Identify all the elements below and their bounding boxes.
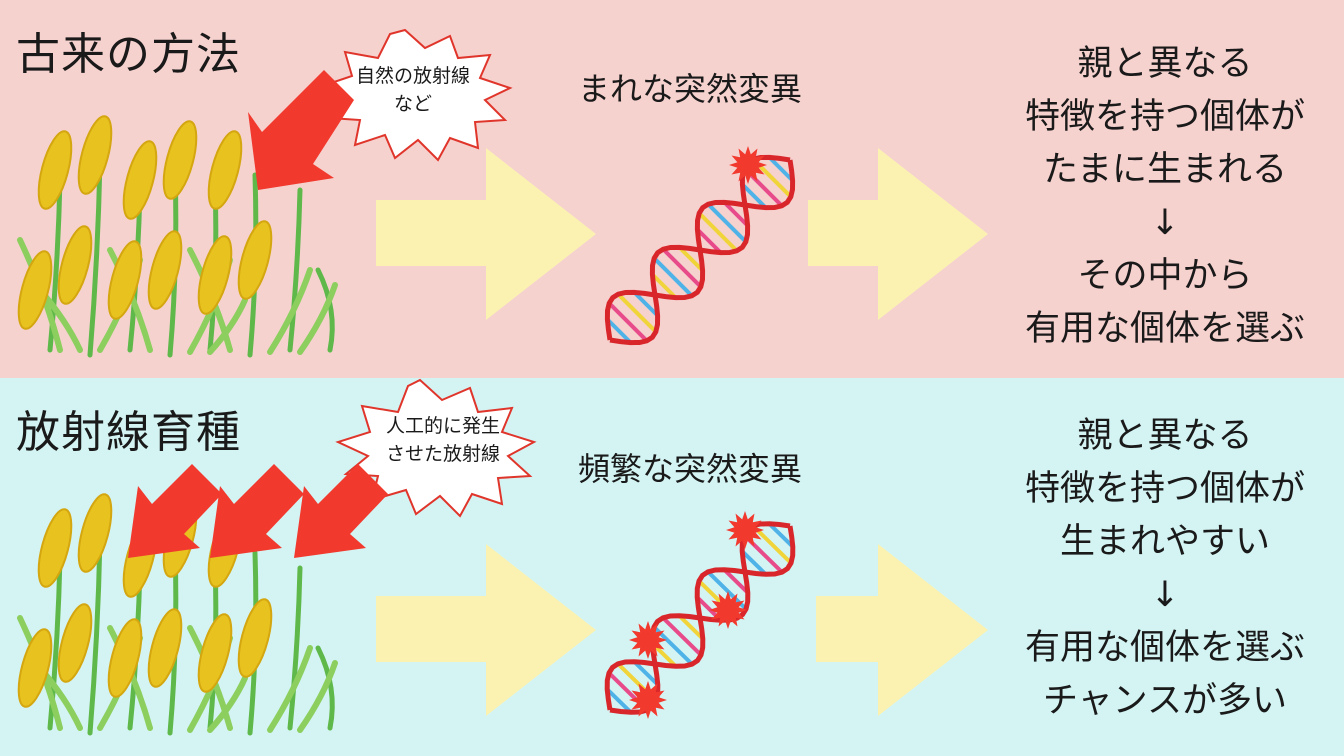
result-text: 親と異なる 特徴を持つ個体が たまに生まれる ↓ その中から 有用な個体を選ぶ xyxy=(990,38,1340,356)
radiation-arrow-icon xyxy=(210,464,304,558)
rice-plants-icon xyxy=(17,493,338,736)
result-line: 有用な個体を選ぶ xyxy=(1024,628,1305,668)
burst-line: させた放射線 xyxy=(385,443,500,465)
radiation-breeding-panel: 放射線育種 人工的に発生 させた放射線 頻繁な突然変異 親と異なる 特徴を持つ個… xyxy=(0,378,1344,756)
burst-line: など xyxy=(393,93,432,115)
result-line: たまに生まれる xyxy=(1043,150,1287,190)
flow-arrow-icon xyxy=(816,544,988,716)
down-arrow-glyph: ↓ xyxy=(1150,203,1180,243)
result-line: 特徴を持つ個体が xyxy=(1024,97,1305,137)
down-arrow-glyph: ↓ xyxy=(1150,575,1180,615)
result-text: 親と異なる 特徴を持つ個体が 生まれやすい ↓ 有用な個体を選ぶ チャンスが多い xyxy=(990,410,1340,728)
radiation-arrow-icon xyxy=(248,70,354,190)
result-line: その中から xyxy=(1077,256,1253,296)
flow-arrow-icon xyxy=(376,544,596,716)
mutation-caption: まれな突然変異 xyxy=(578,70,803,108)
burst-line: 人工的に発生 xyxy=(385,415,500,437)
result-line: 特徴を持つ個体が xyxy=(1024,469,1305,509)
dna-helix-icon xyxy=(604,511,796,719)
radiation-source-label: 自然の放射線 など xyxy=(338,62,488,118)
result-line: 親と異なる xyxy=(1077,44,1253,84)
speech-burst-icon xyxy=(319,28,513,162)
mutation-caption: 頻繁な突然変異 xyxy=(578,450,803,488)
flow-arrow-icon xyxy=(808,148,988,320)
panel-title: 放射線育種 xyxy=(16,407,241,458)
flow-arrow-icon xyxy=(376,148,596,320)
panel-title: 古来の方法 xyxy=(16,29,241,80)
radiation-source-label: 人工的に発生 させた放射線 xyxy=(358,412,528,468)
result-line: チャンスが多い xyxy=(1043,681,1287,721)
traditional-method-panel: 古来の方法 自然の放射線 など まれな突然変異 親と異なる 特徴を持つ個体が た… xyxy=(0,0,1344,378)
bottom-illustration xyxy=(17,378,988,736)
radiation-arrow-icon xyxy=(128,464,222,558)
burst-line: 自然の放射線 xyxy=(355,65,470,87)
result-line: 有用な個体を選ぶ xyxy=(1024,309,1305,349)
top-illustration xyxy=(17,28,988,358)
result-line: 生まれやすい xyxy=(1059,522,1270,562)
result-line: 親と異なる xyxy=(1077,416,1253,456)
speech-burst-icon xyxy=(335,378,537,518)
rice-plants-icon xyxy=(17,115,338,358)
radiation-arrow-icon xyxy=(294,464,388,558)
dna-helix-icon xyxy=(604,146,796,346)
